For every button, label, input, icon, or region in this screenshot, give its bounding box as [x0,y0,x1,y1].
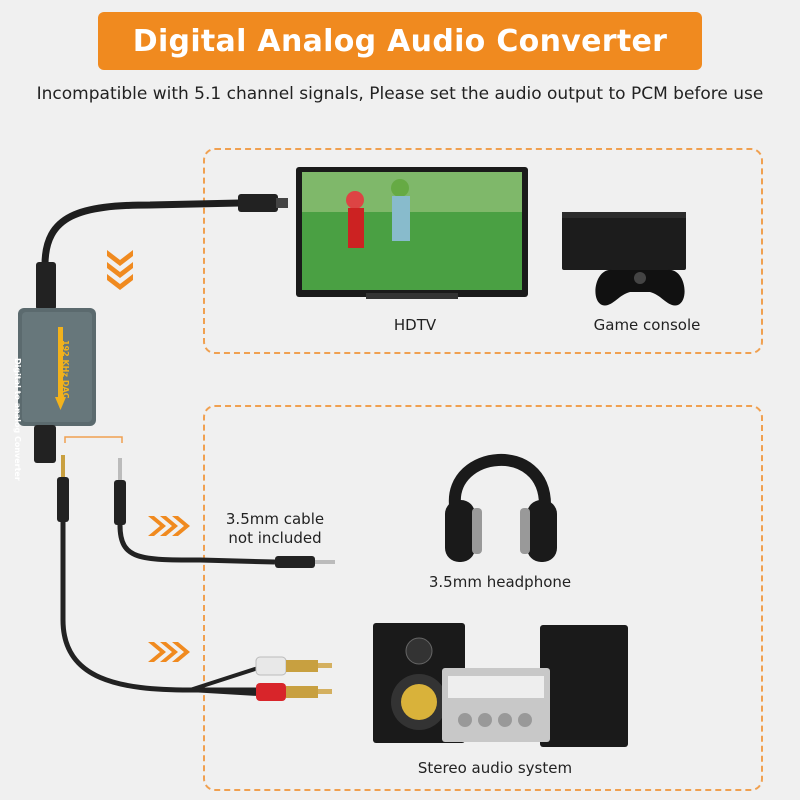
chevron-right-icon [148,642,190,662]
device-label-sub: 192 KHz DAC [61,340,70,399]
converter-device [18,308,96,463]
amplifier-icon [442,668,550,742]
game-console-label: Game console [593,316,701,334]
rca-red-plug [256,683,332,701]
stereo-label: Stereo audio system [417,759,573,777]
device-label-main: Digital to analog Converter [13,358,22,481]
chevron-right-icon [148,516,190,536]
hdtv-label: HDTV [393,316,437,334]
game-console-icon [562,212,686,306]
aux-plug-left [57,455,69,522]
optical-cable [36,194,288,310]
cable-note-line1: 3.5mm cable [225,510,325,528]
headphone-icon [445,453,557,562]
title-banner: Digital Analog Audio Converter [98,12,702,70]
cable-note-line2: not included [228,529,322,547]
chevron-down-icon [107,250,133,290]
speaker-left-icon [373,623,465,743]
aux-plug-right [114,458,126,525]
source-devices-panel [203,148,763,354]
rca-white-plug [255,656,332,676]
headphone-label: 3.5mm headphone [428,573,572,591]
subtitle: Incompatible with 5.1 channel signals, P… [36,84,764,104]
page-title: Digital Analog Audio Converter [132,23,668,59]
tv-icon [296,167,528,299]
output-devices-panel [203,405,763,791]
speaker-right-icon [540,625,628,747]
